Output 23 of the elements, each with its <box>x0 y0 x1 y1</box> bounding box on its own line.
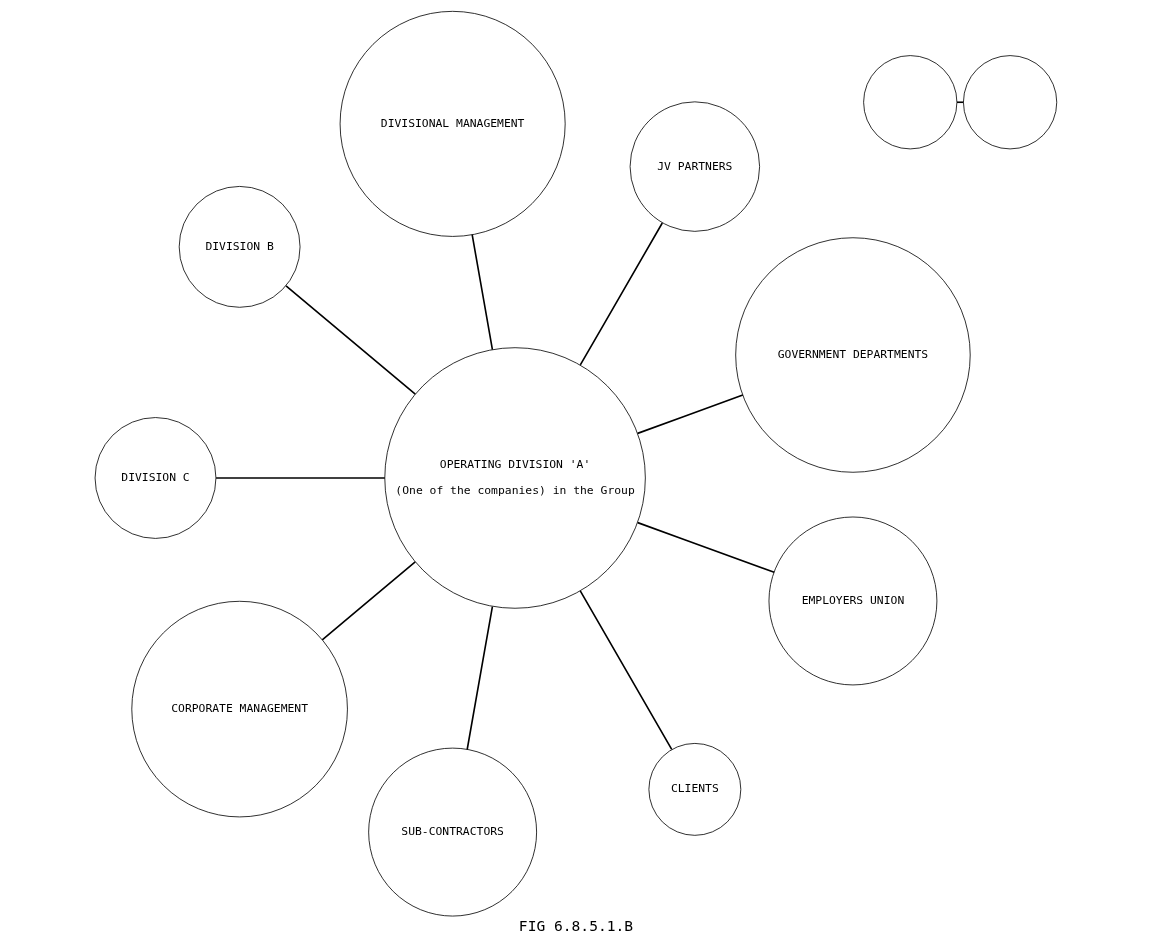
node-circle: OPERATING DIVISION 'A' (One of the companies) in the Group <box>383 347 646 609</box>
connector <box>214 477 386 479</box>
connector <box>578 590 672 751</box>
node-circle <box>862 55 957 150</box>
node-circle: GOVERNMENT DEPARTMENTS <box>734 237 971 473</box>
node-circle: DIVISION C <box>94 417 216 539</box>
node-circle: CLIENTS <box>648 743 741 836</box>
node-circle: DIVISION B <box>178 186 300 308</box>
node-circle <box>962 55 1057 150</box>
node-circle: CORPORATE MANAGEMENT <box>130 600 348 818</box>
connector <box>465 605 493 751</box>
node-circle: DIVISIONAL MANAGEMENT <box>339 10 566 237</box>
connector <box>470 233 493 351</box>
connector <box>284 285 416 396</box>
connector <box>579 222 663 366</box>
connector <box>955 101 964 104</box>
node-circle: EMPLOYERS UNION <box>768 516 937 686</box>
node-circle: JV PARTNERS <box>629 101 760 232</box>
caption: FIG 6.8.5.1.B <box>518 916 633 934</box>
connector <box>636 394 744 435</box>
connector <box>320 560 416 641</box>
connector <box>636 521 775 574</box>
node-circle: SUB-CONTRACTORS <box>367 747 537 917</box>
